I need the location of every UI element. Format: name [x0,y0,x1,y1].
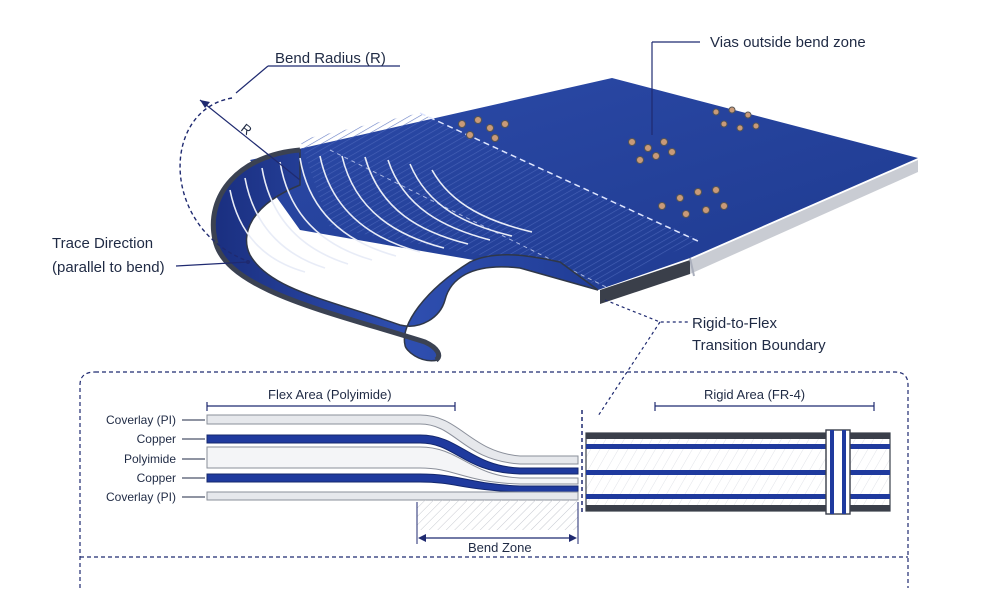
rigid-copper-3 [586,494,890,499]
flex-board-3d [210,78,918,363]
cross-section-panel: Flex Area (Polyimide) Rigid Area (FR-4) … [79,371,909,588]
radius-arrow [199,99,301,181]
via-cluster-left [458,116,509,142]
transition-line2: Transition Boundary [692,337,826,354]
layer-label-coverlay-bottom: Coverlay (PI) [106,490,176,504]
via-cluster-right [712,106,760,132]
cross-section-frame [79,371,909,588]
bend-zone-hatch [417,500,578,530]
layer-label-copper-bottom: Copper [137,471,176,485]
transition-line1: Rigid-to-Flex [692,315,778,332]
transition-leader-top [604,299,688,323]
via-cluster-lower [658,186,728,218]
via-cluster-center [628,138,676,164]
layer-label-polyimide: Polyimide [124,452,176,466]
flex-layer-stack [206,414,579,501]
bend-radius-arc [179,97,251,263]
coverlay-top-layer [206,414,579,465]
vias-callout: Vias outside bend zone [651,34,866,135]
layer-label-copper-top: Copper [137,432,176,446]
curl-traces [229,155,533,273]
rigid-bottom-copper-edge [586,505,890,511]
radius-arrowhead [200,100,210,108]
transition-callout: Rigid-to-Flex Transition Boundary [597,299,826,417]
vias-label: Vias outside bend zone [710,34,866,51]
panel-seam [689,257,695,277]
trace-direction-callout: Trace Direction (parallel to bend) [52,235,250,276]
bend-radius-label: Bend Radius (R) [275,50,386,67]
rigid-board-side [690,160,918,274]
layer-labels: Coverlay (PI) Copper Polyimide Copper Co… [106,413,205,504]
transition-hatch-band [300,113,700,285]
copper-top-layer [206,434,579,475]
trace-direction-line2: (parallel to bend) [52,259,165,276]
layer-label-coverlay-top: Coverlay (PI) [106,413,176,427]
bend-radius-leader [235,65,269,94]
rigid-area-label: Rigid Area (FR-4) [704,387,805,402]
rigid-copper-2 [586,470,890,475]
rigid-layer-stack [585,429,891,515]
rigid-copper-1 [586,444,890,449]
bend-zone-label: Bend Zone [468,540,532,555]
coverlay-bottom-layer [206,491,579,501]
radius-symbol: R [238,121,255,139]
rigid-board-front-edge [600,260,690,304]
flex-area-label: Flex Area (Polyimide) [268,387,392,402]
transition-leader-bottom [597,321,661,417]
flex-curl-edge [210,147,442,363]
rigid-top-copper-edge [586,433,890,439]
trace-direction-line1: Trace Direction [52,235,153,252]
plated-via [825,429,851,515]
polyimide-layer [206,446,579,485]
trace-direction-leader [175,261,249,267]
